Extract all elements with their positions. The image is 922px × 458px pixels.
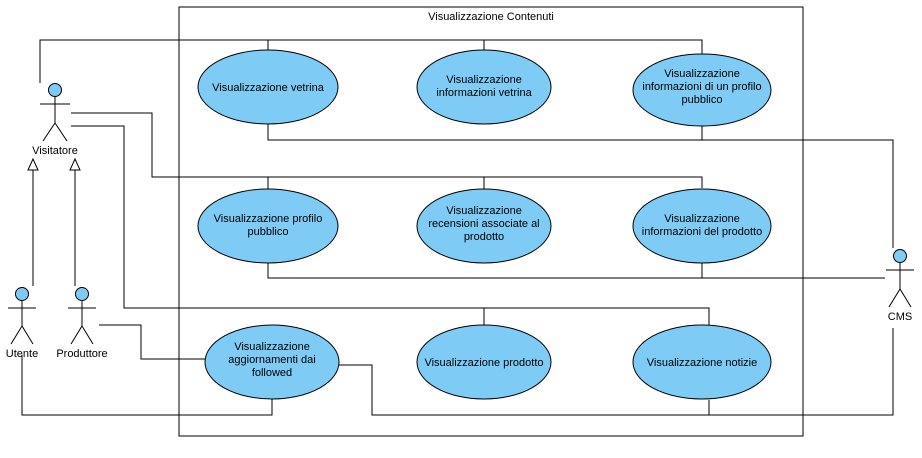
assoc-utente-aggiornamenti [21,355,273,416]
gen-utente-arrowhead [27,157,39,171]
assoc-cms-row3 [338,328,894,416]
actor-head-icon [48,83,62,97]
actor-head-icon [893,249,907,263]
actor-produttore-label: Produttore [56,348,107,360]
actor-visitatore[interactable]: Visitatore [32,83,78,158]
actor-utente-label: Utente [6,348,38,360]
use-case-vetrina[interactable]: Visualizzazione vetrina [197,49,339,125]
actor-cms-label: CMS [888,311,912,323]
actor-utente[interactable]: Utente [6,287,38,361]
assoc-visitatore-row2 [71,112,703,188]
use-case-prodotto[interactable]: Visualizzazione prodotto [416,324,552,400]
assoc-cms-row1 [267,122,894,248]
assoc-cms-row2 [267,262,885,279]
gen-produttore-arrowhead [69,157,81,171]
actor-produttore[interactable]: Produttore [56,287,108,361]
actor-visitatore-label: Visitatore [32,145,78,157]
assoc-visitatore-row1 [39,39,703,83]
actor-cms[interactable]: CMS [886,249,914,324]
svg-text:Visualizzazione vetrina: Visualizzazione vetrina [212,82,325,94]
use-case-notizie[interactable]: Visualizzazione notizie [632,324,772,400]
system-title: Visualizzazione Contenuti [428,11,554,23]
actor-head-icon [15,287,29,301]
svg-text:Visualizzazione notizie: Visualizzazione notizie [647,357,757,369]
svg-text:Visualizzazione prodotto: Visualizzazione prodotto [424,357,543,369]
assoc-produttore-aggiornamenti [99,324,206,360]
generalizations [27,157,81,286]
actor-head-icon [75,287,89,301]
associations [21,39,894,416]
assoc-visitatore-row3 [71,125,710,325]
